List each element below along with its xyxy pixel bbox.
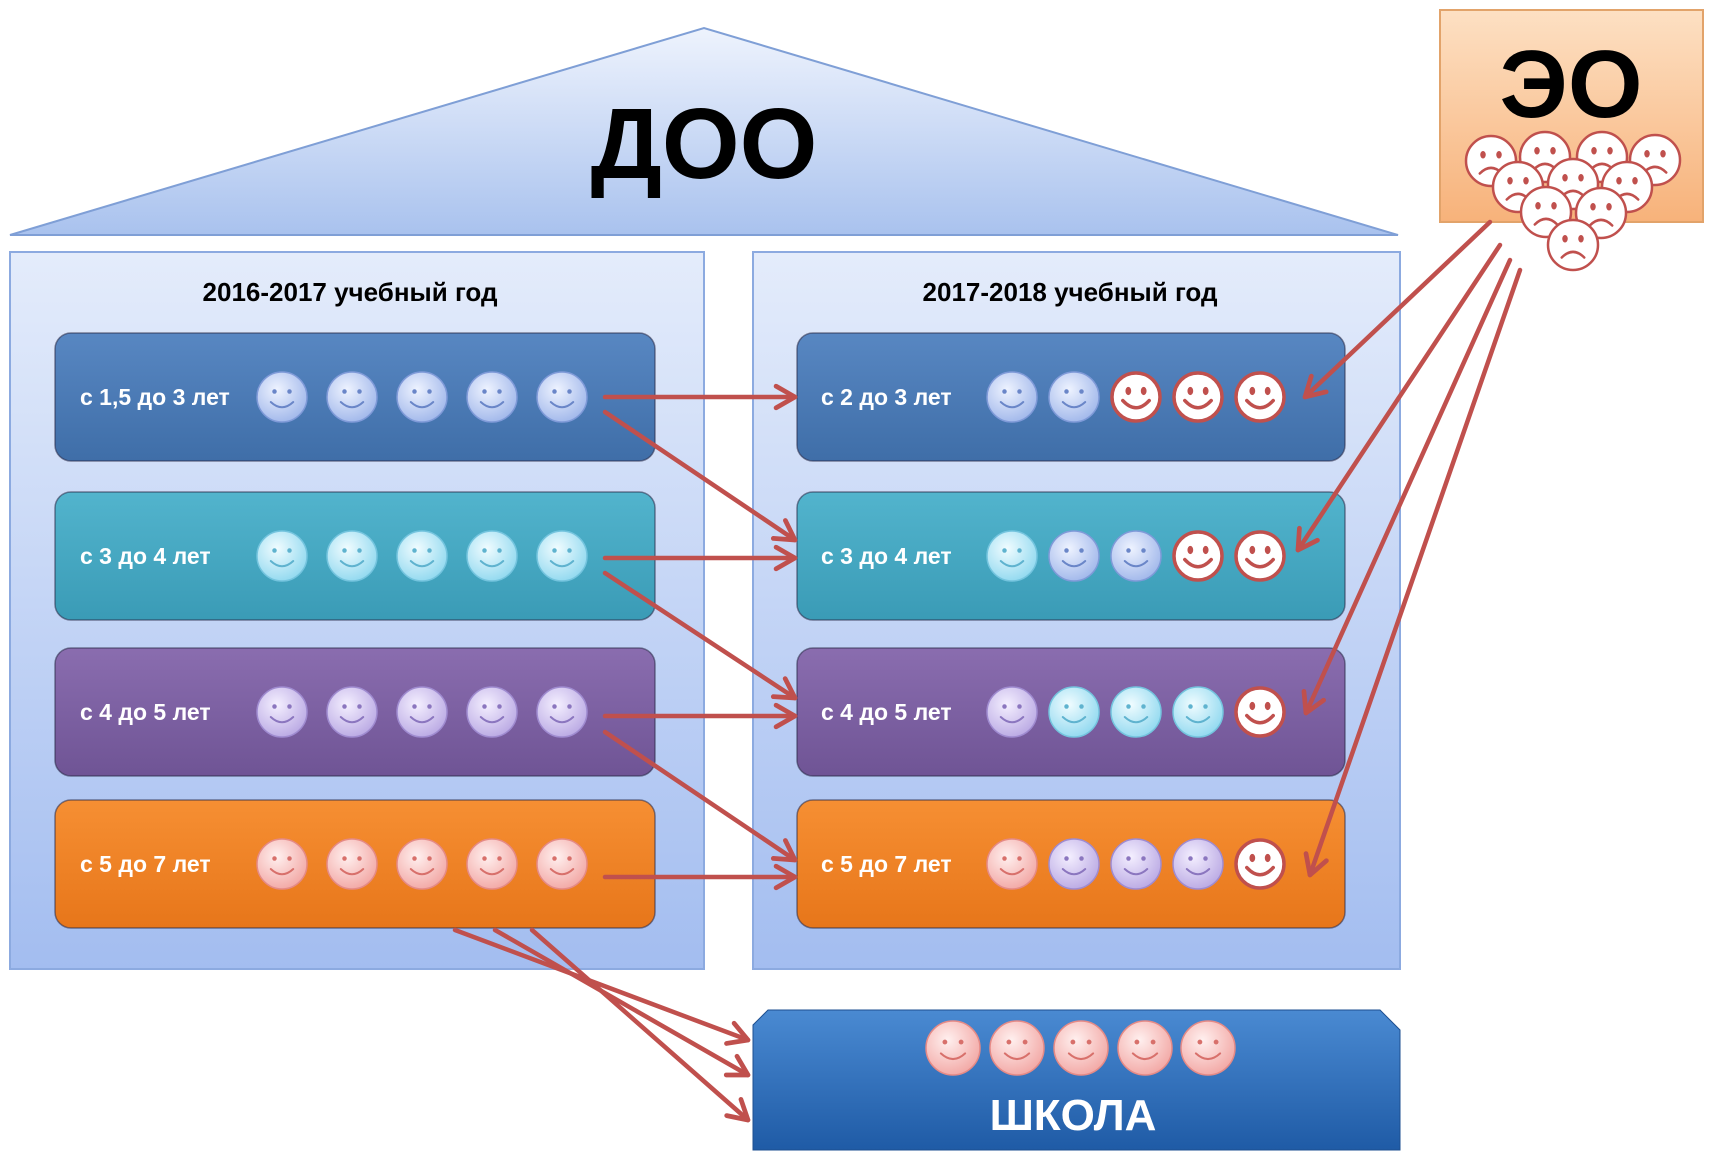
group-label: с 4 до 5 лет	[821, 699, 952, 725]
child-face	[1048, 371, 1100, 423]
new-child-face	[1172, 530, 1224, 582]
child-face	[986, 371, 1038, 423]
child-face	[1048, 530, 1100, 582]
child-face	[256, 686, 308, 738]
child-face	[396, 686, 448, 738]
child-face	[536, 838, 588, 890]
child-face	[256, 838, 308, 890]
child-face	[986, 686, 1038, 738]
child-face	[326, 371, 378, 423]
child-face	[1110, 838, 1162, 890]
group-label: с 3 до 4 лет	[80, 543, 211, 569]
child-face	[1048, 686, 1100, 738]
new-child-face	[1234, 530, 1286, 582]
group-label: с 3 до 4 лет	[821, 543, 952, 569]
group-2016-1: с 1,5 до 3 лет	[54, 332, 656, 462]
child-face	[536, 530, 588, 582]
transition-arrows	[452, 219, 1523, 1123]
new-child-face	[1172, 371, 1224, 423]
child-face	[1172, 686, 1224, 738]
child-face	[466, 686, 518, 738]
eo-title: ЭО	[1500, 31, 1643, 138]
school-child-face	[1053, 1020, 1109, 1076]
building-title: ДОО	[591, 88, 818, 200]
school-title: ШКОЛА	[990, 1091, 1157, 1140]
group-2017-4: с 5 до 7 лет	[796, 799, 1346, 929]
child-face	[466, 838, 518, 890]
child-face	[396, 530, 448, 582]
group-label: с 5 до 7 лет	[821, 851, 952, 877]
school-child-face	[989, 1020, 1045, 1076]
school-box: ШКОЛА	[752, 1009, 1401, 1151]
transition-arrow	[1303, 267, 1523, 878]
building-roof: ДОО	[9, 26, 1399, 236]
transition-arrow	[452, 927, 751, 1046]
child-face	[1172, 838, 1224, 890]
school-child-face	[925, 1020, 981, 1076]
transition-arrow	[602, 409, 798, 543]
school-faces	[925, 1020, 1236, 1076]
transition-arrow	[602, 729, 798, 863]
age-groups: с 1,5 до 3 лет с 3 до 4 лет с 4 до 5 лет с …	[54, 332, 1346, 929]
group-label: с 5 до 7 лет	[80, 851, 211, 877]
child-face	[466, 530, 518, 582]
transition-arrow	[1295, 242, 1503, 553]
transition-arrow	[1301, 257, 1513, 716]
child-face	[536, 686, 588, 738]
transition-arrow	[602, 570, 798, 701]
transition-arrow	[492, 927, 751, 1078]
child-face	[1048, 838, 1100, 890]
new-child-face	[1110, 371, 1162, 423]
group-2017-2: с 3 до 4 лет	[796, 491, 1346, 621]
child-face	[256, 530, 308, 582]
child-face	[326, 686, 378, 738]
panel-title-2016-2017: 2016-2017 учебный год	[203, 277, 498, 307]
group-label: с 4 до 5 лет	[80, 699, 211, 725]
group-label: с 2 до 3 лет	[821, 384, 952, 410]
group-label: с 1,5 до 3 лет	[80, 384, 230, 410]
sad-face-icon	[1546, 218, 1600, 272]
child-face	[466, 371, 518, 423]
child-face	[1110, 686, 1162, 738]
new-child-face	[1234, 838, 1286, 890]
school-child-face	[1180, 1020, 1236, 1076]
eo-sad-faces	[1464, 130, 1682, 272]
panel-title-2017-2018: 2017-2018 учебный год	[923, 277, 1218, 307]
group-2016-2: с 3 до 4 лет	[54, 491, 656, 621]
school-child-face	[1117, 1020, 1173, 1076]
group-2017-1: с 2 до 3 лет	[796, 332, 1346, 462]
child-face	[986, 838, 1038, 890]
group-2016-4: с 5 до 7 лет	[54, 799, 656, 929]
child-face	[396, 371, 448, 423]
transition-arrow	[529, 927, 751, 1123]
child-face	[256, 371, 308, 423]
child-face	[1110, 530, 1162, 582]
child-face	[326, 530, 378, 582]
group-2016-3: с 4 до 5 лет	[54, 647, 656, 777]
new-child-face	[1234, 371, 1286, 423]
new-child-face	[1234, 686, 1286, 738]
child-face	[326, 838, 378, 890]
group-2017-3: с 4 до 5 лет	[796, 647, 1346, 777]
child-face	[536, 371, 588, 423]
transition-arrow	[1302, 219, 1493, 400]
child-face	[986, 530, 1038, 582]
child-face	[396, 838, 448, 890]
